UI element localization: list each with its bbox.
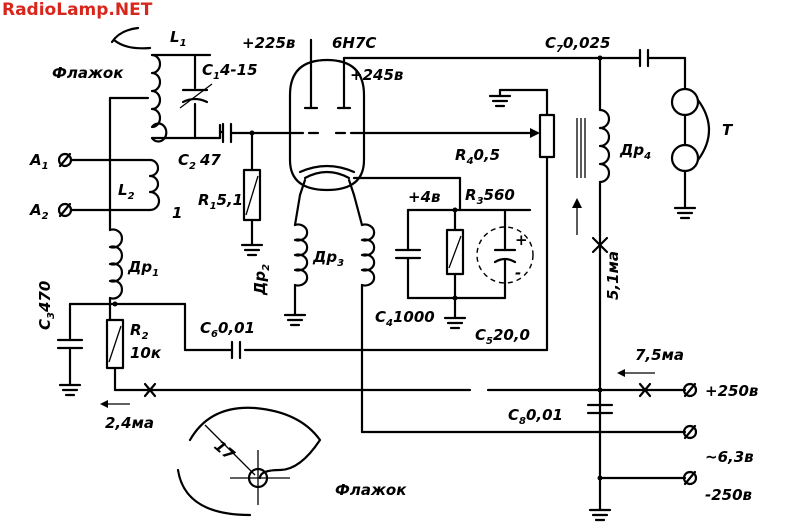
- anode-lines: [309, 38, 710, 220]
- label-flag-detail: Флажок: [335, 481, 407, 499]
- label-c8: C80,01: [508, 406, 563, 427]
- label-minus: -: [515, 264, 521, 282]
- label-t: T: [722, 121, 734, 139]
- label-l2: L2: [118, 181, 135, 202]
- dr4: [572, 56, 611, 512]
- label-r3: R3560: [465, 186, 515, 207]
- label-plus: +: [515, 231, 528, 249]
- label-tube: 6Н7С: [332, 34, 376, 52]
- label-7-5ma: 7,5ма: [635, 346, 684, 364]
- label-c6: C60,01: [200, 319, 255, 340]
- power-rail: [586, 369, 698, 522]
- label-4v: +4в: [408, 188, 441, 206]
- label-c5: C520,0: [475, 326, 530, 347]
- label-r2-value: 10к: [130, 344, 162, 362]
- label-c1: C14-15: [202, 61, 258, 82]
- r4-pot: [243, 88, 556, 352]
- label-dr2: Др2: [251, 264, 272, 296]
- cathode-network: [394, 176, 534, 330]
- flag-detail: [176, 406, 322, 517]
- tube-6n7s: [288, 38, 462, 197]
- label-dr4: Др4: [619, 141, 651, 162]
- label-2-4ma: 2,4ма: [105, 414, 154, 432]
- label-l1: L1: [170, 28, 187, 49]
- label-a2: A2: [29, 201, 49, 222]
- label-245v: +245в: [350, 66, 403, 84]
- label-a1: A1: [29, 151, 49, 172]
- dr2-dr3: [283, 193, 687, 434]
- label-r4: R40,5: [455, 146, 500, 167]
- label-6-3v: ~6,3в: [705, 448, 754, 466]
- label-250v-minus: -250в: [705, 486, 752, 504]
- site-logo: RadioLamp.NET: [2, 0, 152, 20]
- antenna-l2: [56, 96, 602, 408]
- label-225v: +225в: [242, 34, 295, 52]
- label-c7: C70,025: [545, 34, 610, 55]
- label-dr1: Др1: [127, 258, 159, 279]
- label-r1: R15,1: [198, 191, 243, 212]
- logo-text: RadioLamp.NET: [2, 0, 153, 20]
- label-one: 1: [172, 204, 182, 222]
- label-c4: C41000: [375, 308, 435, 329]
- label-r2: R2: [130, 321, 149, 342]
- l1-c1-tank: [108, 26, 222, 143]
- label-dr3: Др3: [312, 248, 344, 269]
- label-5-1ma: 5,1ма: [604, 251, 622, 300]
- c2-grid: [218, 122, 297, 257]
- label-250v-plus: +250в: [705, 382, 758, 400]
- label-flag: Флажок: [52, 64, 124, 82]
- label-dim-17: 17: [211, 437, 239, 465]
- label-c3: C3470: [36, 281, 57, 330]
